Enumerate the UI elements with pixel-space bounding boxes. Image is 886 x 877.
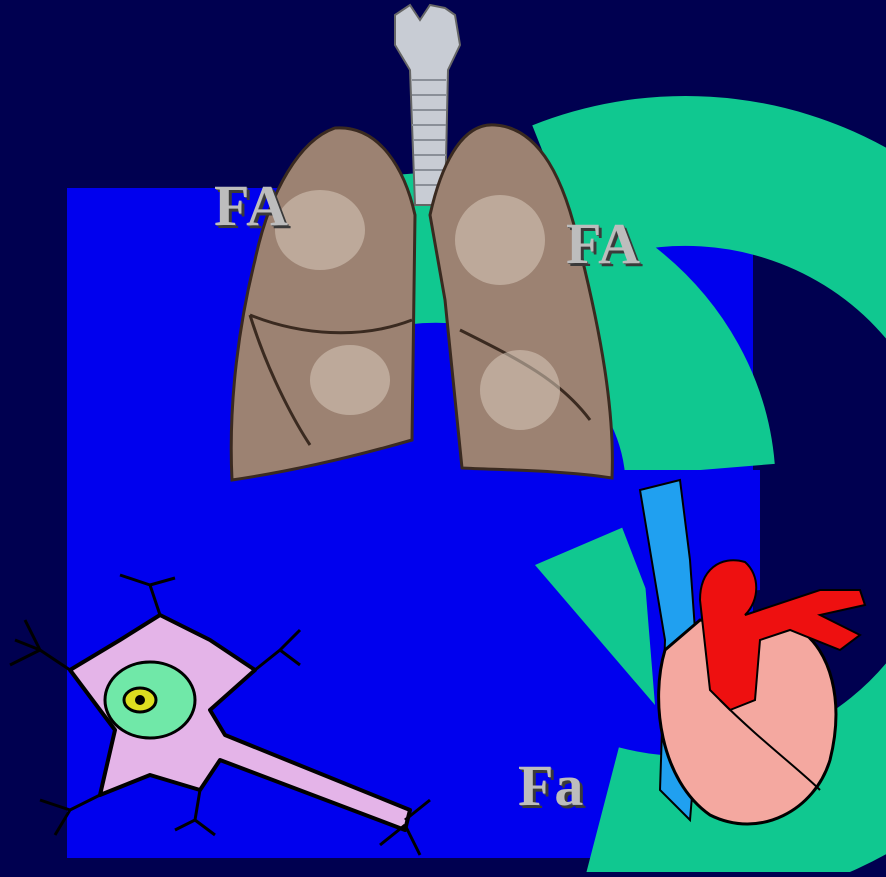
label-right-fa: FA xyxy=(566,210,641,277)
label-left-fa: FA xyxy=(214,172,289,239)
label-bottom-fa: Fa xyxy=(518,752,584,819)
